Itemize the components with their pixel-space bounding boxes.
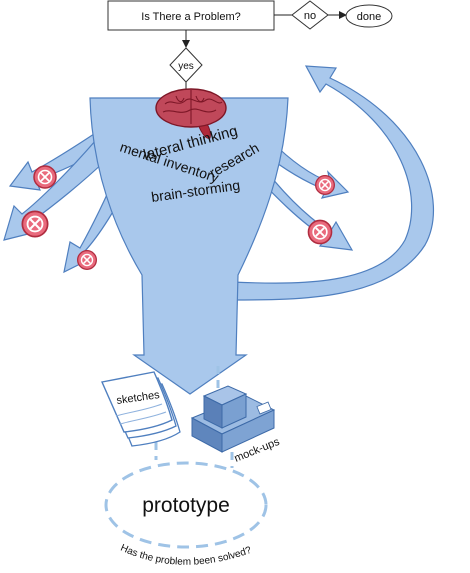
question-label: Is There a Problem? (141, 11, 240, 23)
sketches-icon: sketches (101, 371, 181, 447)
no-label: no (304, 10, 316, 22)
reject-icon (76, 249, 98, 271)
reject-icon (307, 219, 333, 245)
done-label: done (357, 11, 381, 23)
prototype-node: prototype (104, 461, 268, 549)
reject-icon (33, 165, 57, 189)
reject-icon (21, 210, 49, 238)
yes-label: yes (178, 61, 194, 72)
mockups-icon: mock-ups (190, 385, 282, 465)
dashed-connectors (154, 366, 234, 468)
yes-decision: yes (169, 47, 203, 83)
brain-icon (155, 88, 227, 139)
reject-icon (314, 174, 336, 196)
done-terminal: done (345, 4, 393, 28)
no-decision: no (291, 0, 329, 30)
question-box: Is There a Problem? (107, 0, 275, 31)
prototype-label: prototype (142, 494, 230, 517)
